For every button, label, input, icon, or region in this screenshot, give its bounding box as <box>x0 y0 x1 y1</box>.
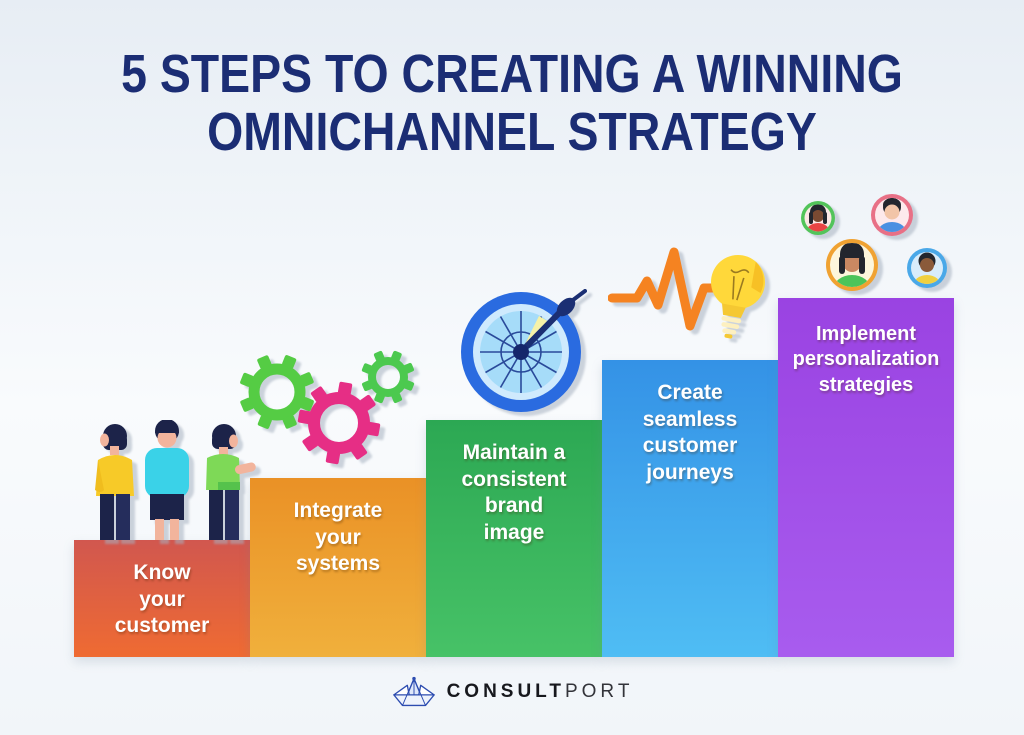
brand-logo: CONSULT PORT <box>0 674 1024 710</box>
dartboard-icon <box>461 289 587 412</box>
step-bar-integrate-your-systems: Integrate your systems <box>250 478 426 657</box>
step-bar-maintain-brand-image: Maintain a consistent brand image <box>426 420 602 657</box>
avatar-green-ring <box>801 201 835 235</box>
people-group-icon <box>95 420 256 540</box>
step-bar-know-your-customer: Know your customer <box>74 540 250 657</box>
pulse-lightbulb-icon <box>608 247 765 339</box>
brand-bold: CONSULT <box>446 681 565 702</box>
pulse-line <box>608 247 729 331</box>
avatar-pink-ring <box>871 194 913 236</box>
brand-wordmark: CONSULT PORT <box>447 681 634 703</box>
lightbulb <box>711 255 765 339</box>
step-bar-seamless-journeys: Create seamless customer journeys <box>602 360 778 657</box>
step-label: Know your customer <box>114 561 210 638</box>
paper-boat-icon <box>392 676 435 707</box>
user-avatars-icon <box>801 194 947 291</box>
step-bar-personalization: Implement personalization strategies <box>778 298 954 657</box>
avatar-orange-ring <box>826 239 878 291</box>
step-label: Integrate your systems <box>293 499 383 576</box>
step-label: Implement personalization strategies <box>792 323 940 396</box>
gears-icon <box>240 350 415 465</box>
brand-light: PORT <box>564 681 634 702</box>
step-label: Maintain a consistent brand image <box>461 441 567 544</box>
page-title: 5 STEPS TO CREATING A WINNING OMNICHANNE… <box>121 44 903 162</box>
avatar-blue-ring <box>907 248 947 288</box>
step-label: Create seamless customer journeys <box>642 381 738 484</box>
